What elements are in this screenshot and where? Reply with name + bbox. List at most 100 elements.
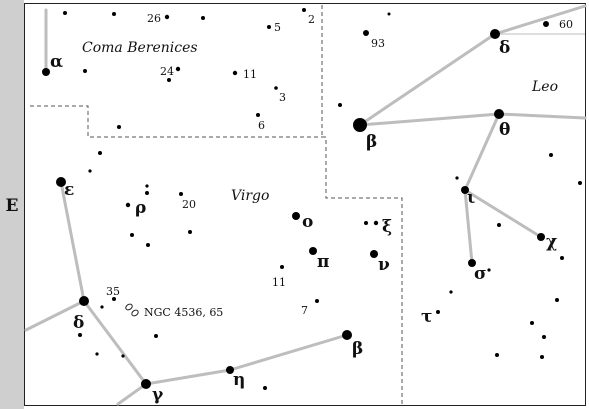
- label-xi-vir: ξ: [382, 217, 392, 237]
- field-star: [487, 268, 491, 272]
- label-delta-leo: δ: [499, 38, 510, 58]
- star-93: [363, 30, 369, 36]
- star-chi-leo: [537, 233, 545, 241]
- star-6: [256, 113, 260, 117]
- field-star: [117, 125, 121, 129]
- field-star: [549, 153, 553, 157]
- field-star: [542, 335, 546, 339]
- label-5: 5: [274, 21, 281, 34]
- label-nu-vir: ν: [378, 255, 390, 275]
- line-vir-delta-west: [24, 299, 86, 332]
- line-leo-iota-sigma: [463, 188, 474, 265]
- star-rho-vir: [125, 202, 131, 208]
- region-label-leo: Leo: [531, 79, 558, 95]
- label-beta-leo: β: [366, 132, 377, 152]
- field-star: [121, 354, 125, 358]
- star-26: [164, 14, 170, 20]
- constellation-boundaries: [30, 5, 403, 404]
- label-gamma-vir: γ: [152, 385, 164, 405]
- star-3: [274, 86, 278, 90]
- field-star: [83, 69, 87, 73]
- star-pi-vir: [309, 247, 317, 255]
- label-11-com: 11: [243, 68, 257, 81]
- field-star: [154, 334, 158, 338]
- line-leo-beta-delta: [358, 32, 497, 127]
- label-ngc-galaxies: NGC 4536, 65: [144, 306, 223, 319]
- field-star: [364, 221, 368, 225]
- field-star: [95, 352, 99, 356]
- label-iota-leo: ι: [467, 188, 475, 208]
- line-leo-theta-iota: [463, 112, 501, 192]
- label-60: 60: [559, 18, 573, 31]
- label-6: 6: [258, 119, 265, 132]
- label-chi-leo: χ: [546, 232, 557, 252]
- field-star: [130, 233, 134, 237]
- field-star: [145, 184, 149, 188]
- field-star: [530, 321, 534, 325]
- label-eta-vir: η: [233, 370, 245, 390]
- field-star: [387, 12, 391, 16]
- star-omicron-vir: [292, 212, 300, 220]
- boundary-coma-virgo: [30, 105, 322, 138]
- label-alpha-com: α: [50, 52, 63, 72]
- field-star: [188, 230, 192, 234]
- label-35: 35: [106, 285, 120, 298]
- field-star: [98, 151, 102, 155]
- line-leo-theta-east: [497, 112, 587, 120]
- star-7: [315, 299, 319, 303]
- star-theta-leo: [494, 109, 504, 119]
- field-star: [100, 305, 104, 309]
- star-60: [543, 21, 549, 27]
- region-label-virgo: Virgo: [231, 188, 269, 204]
- line-vir-gamma-eta: [144, 368, 232, 386]
- field-star: [555, 298, 559, 302]
- field-stars: [63, 11, 582, 390]
- field-star: [145, 191, 149, 195]
- region-label-coma: Coma Berenices: [82, 40, 198, 56]
- line-leo-delta-north: [493, 4, 587, 36]
- label-pi-vir: π: [317, 252, 329, 272]
- star-24: [175, 66, 181, 72]
- label-rho-vir: ρ: [135, 198, 146, 218]
- labeled-stars: α 26 2 5 24 11 3 6 93 60 δ β θ: [42, 8, 573, 405]
- field-star: [540, 355, 544, 359]
- star-20: [179, 192, 183, 196]
- star-tau-leo: [436, 310, 440, 314]
- field-star: [560, 256, 564, 260]
- star-beta-vir: [342, 330, 352, 340]
- chart-sidebar: E: [0, 0, 24, 409]
- label-delta-vir: δ: [73, 313, 84, 333]
- label-11-vir: 11: [272, 276, 286, 289]
- label-theta-leo: θ: [499, 120, 510, 140]
- star-delta-leo: [490, 29, 500, 39]
- field-star: [88, 169, 92, 173]
- label-24: 24: [160, 65, 174, 78]
- star-eps-vir: [56, 177, 66, 187]
- field-star: [497, 223, 501, 227]
- star-35: [112, 297, 116, 301]
- star-11-com: [232, 70, 238, 76]
- star-11-vir: [280, 265, 284, 269]
- label-sigma-leo: σ: [474, 264, 487, 284]
- chart-border: [24, 3, 586, 406]
- label-tau-leo: τ: [421, 307, 432, 327]
- label-omicron-vir: ο: [302, 212, 313, 232]
- label-20: 20: [182, 198, 196, 211]
- field-star: [578, 181, 582, 185]
- star-nu-vir: [370, 250, 378, 258]
- star-iota-leo: [461, 186, 469, 194]
- field-star: [201, 16, 205, 20]
- field-star: [112, 12, 116, 16]
- line-leo-iota-chi: [463, 188, 543, 239]
- boundary-virgo-leo: [322, 136, 403, 404]
- field-star: [449, 290, 453, 294]
- field-star: [338, 103, 342, 107]
- star-beta-leo: [353, 118, 367, 132]
- line-vir-eta-beta: [228, 333, 349, 372]
- sky-map: α 26 2 5 24 11 3 6 93 60 δ β θ: [24, 3, 587, 406]
- field-star: [167, 78, 171, 82]
- line-leo-beta-theta: [358, 112, 501, 127]
- star-5: [267, 25, 271, 29]
- star-alpha-com: [42, 68, 50, 76]
